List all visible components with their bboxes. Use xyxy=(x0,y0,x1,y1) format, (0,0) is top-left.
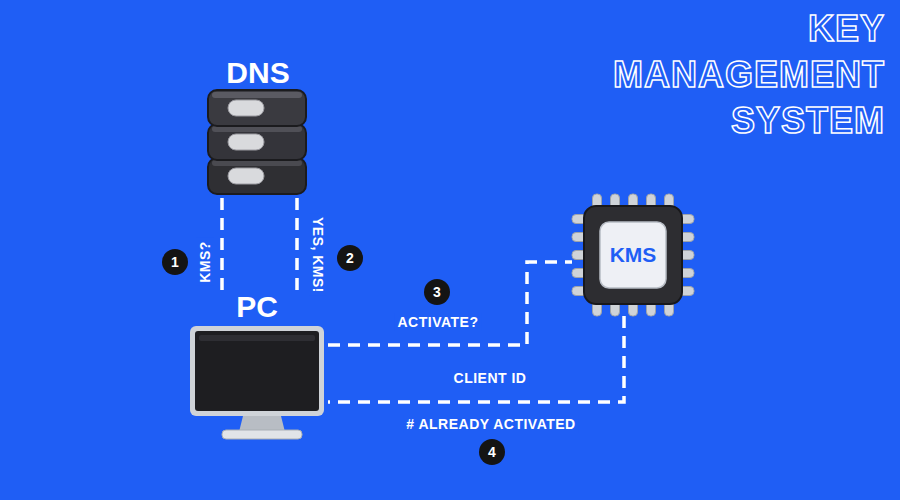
server-pill xyxy=(228,134,264,150)
computer-node: PC xyxy=(186,290,328,442)
callout-number: 3 xyxy=(433,284,441,300)
edge-label-box: YES, KMS! xyxy=(309,214,327,296)
edge-label-box: ACTIVATE? xyxy=(395,313,482,331)
callout-badge: 3 xyxy=(424,279,450,305)
chip-face xyxy=(600,222,666,288)
note-box: # ALREADY ACTIVATED xyxy=(403,415,578,433)
edge-label: CLIENT ID xyxy=(451,369,530,387)
kms-chip: KMS xyxy=(572,194,694,316)
server-highlight xyxy=(212,92,302,98)
edge-label: KMS? xyxy=(196,238,214,286)
server-slab xyxy=(208,124,306,160)
server-pill xyxy=(228,168,264,184)
callout-number: 1 xyxy=(171,254,179,270)
chip-body xyxy=(584,206,682,304)
edge-label-box: CLIENT ID xyxy=(451,369,530,387)
title-box: KEY MANAGEMENT SYSTEM xyxy=(585,6,885,144)
dashed-connector xyxy=(295,198,299,290)
server-node: DNS xyxy=(200,56,316,198)
server-pill xyxy=(228,100,264,116)
monitor-screen xyxy=(195,331,319,411)
chip-icon xyxy=(572,194,694,316)
server-icon xyxy=(208,90,306,194)
server-slab xyxy=(208,158,306,194)
monitor-base xyxy=(222,430,302,439)
title: KEY MANAGEMENT SYSTEM xyxy=(585,6,885,144)
callout-badge: 4 xyxy=(479,439,505,465)
edge-label: YES, KMS! xyxy=(309,214,327,296)
callout-number: 2 xyxy=(346,250,354,266)
screen-glare xyxy=(199,335,315,341)
node-label: PC xyxy=(236,290,278,324)
edge-label-box: KMS? xyxy=(196,238,214,286)
callout-badge: 1 xyxy=(162,249,188,275)
dashed-connector xyxy=(328,262,572,345)
node-label: DNS xyxy=(226,56,289,90)
callout-badge: 2 xyxy=(337,245,363,271)
monitor-icon xyxy=(190,326,324,439)
server-slab xyxy=(208,90,306,126)
edge-label: ACTIVATE? xyxy=(395,313,482,331)
dashed-connector xyxy=(220,198,224,290)
node-label: KMS xyxy=(610,243,657,267)
status-note: # ALREADY ACTIVATED xyxy=(403,415,578,433)
callout-number: 4 xyxy=(488,444,496,460)
monitor-frame xyxy=(190,326,324,416)
